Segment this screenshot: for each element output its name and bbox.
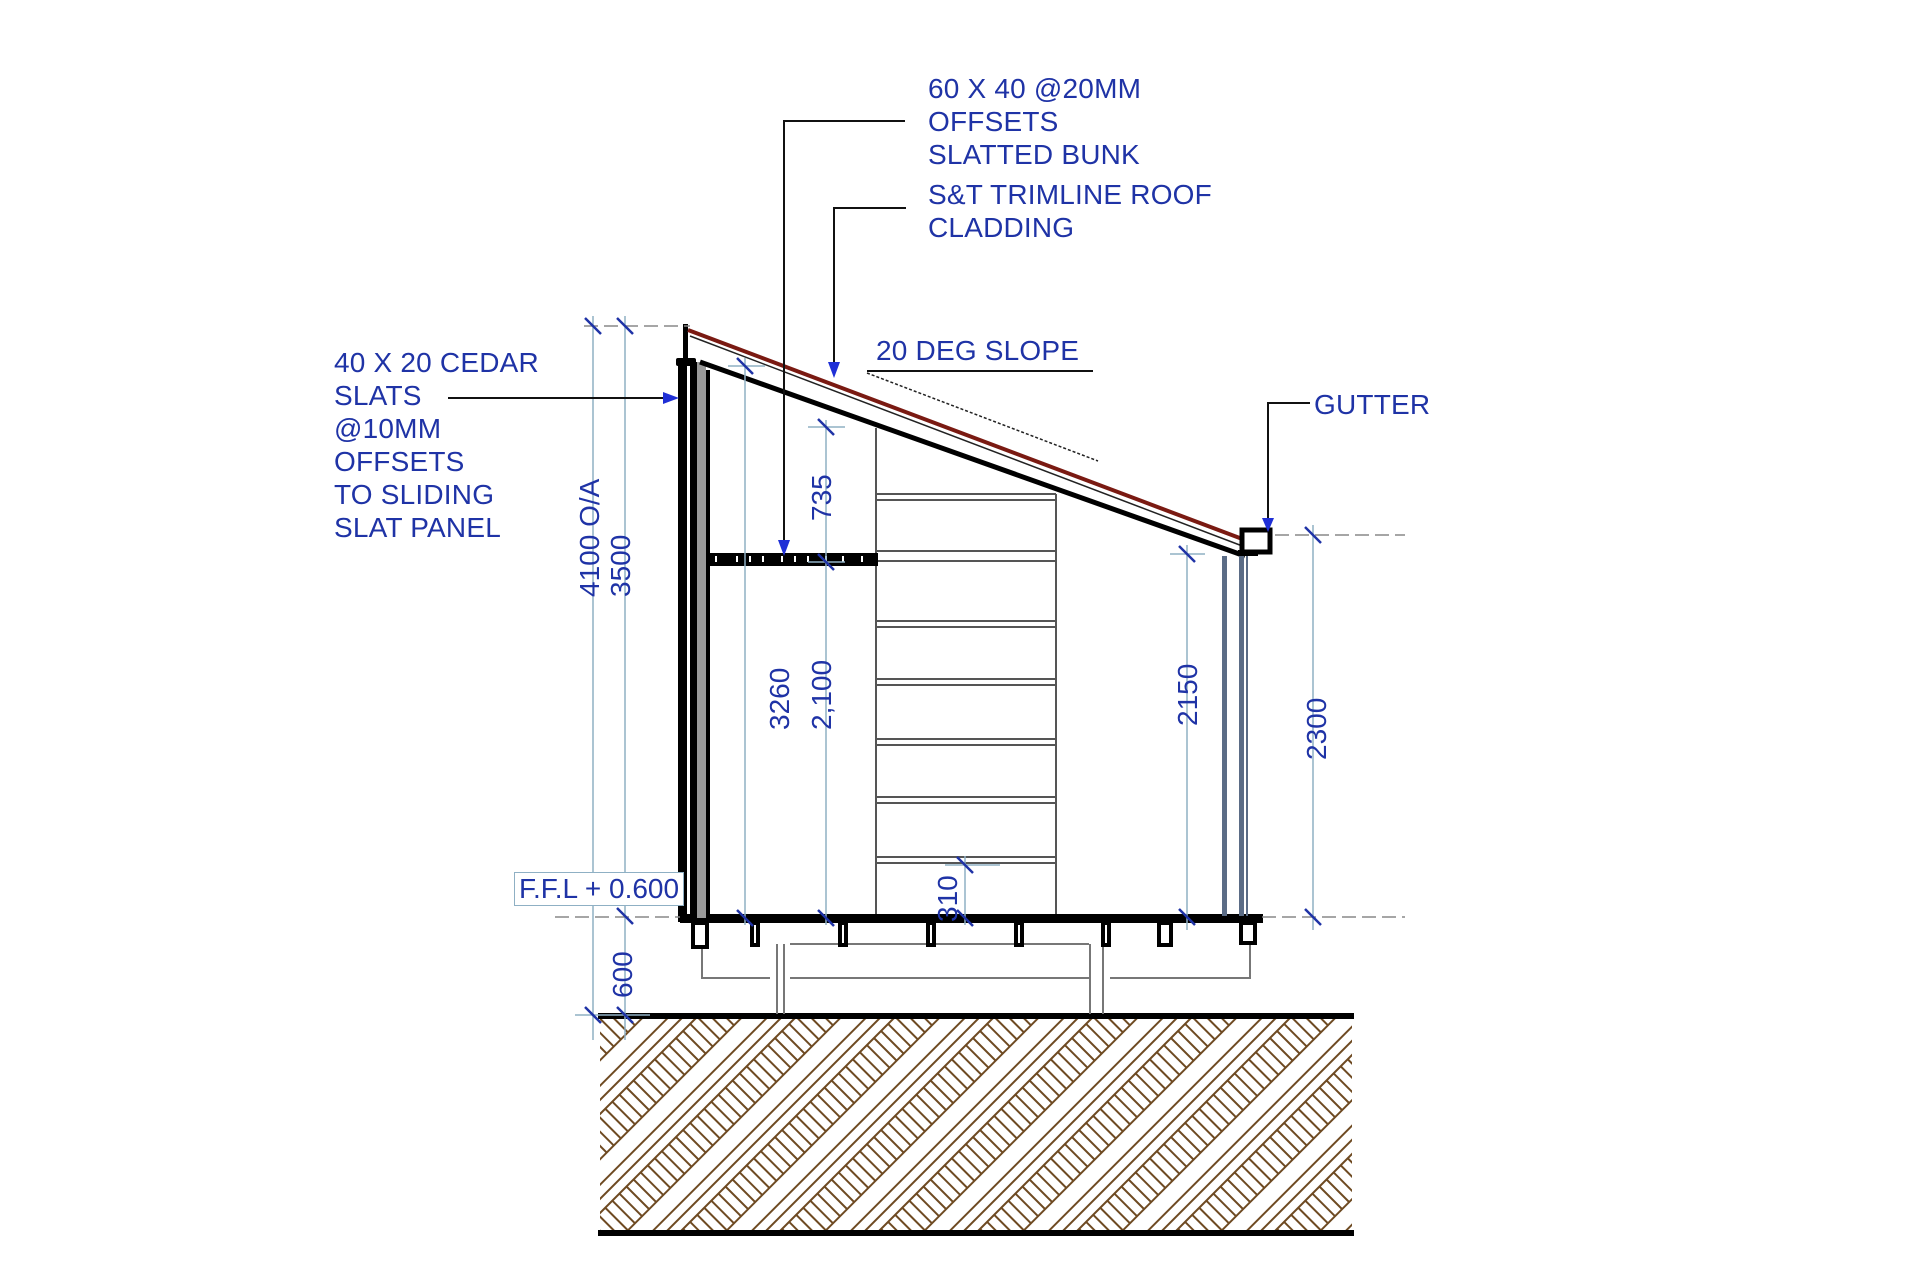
dimension-lines [555,316,1405,1040]
dim-front-inner: 2150 [1172,664,1203,726]
slats-arrow-icon [663,392,679,404]
note-slatted-bunk: 60 X 40 @20MM OFFSETS SLATTED BUNK [928,73,1142,170]
dimension-ticks [584,317,1322,1024]
rear-wall [676,324,710,922]
front-glazing [1222,556,1248,916]
dim-bunk-clearance: 735 [806,474,837,521]
note-gutter: GUTTER [1314,389,1431,420]
dim-overall: 4100 O/A [574,478,605,597]
gutter-arrow-icon [1262,518,1274,532]
ladder-unit [875,428,1057,914]
dim-front-height: 2300 [1301,698,1332,760]
dim-bunk-height: 2,100 [806,660,837,730]
note-roof-slope: 20 DEG SLOPE [876,335,1080,366]
gutter [1238,527,1273,556]
subfloor-frame [701,943,1251,1014]
bunk-arrow-icon [778,540,790,556]
slatted-bunk [706,553,878,566]
roof-arrow-icon [828,362,840,378]
leader-lines [448,120,1310,545]
dim-inner-height: 3260 [764,668,795,730]
dim-step: 310 [932,875,963,922]
ffl-level-tag: F.F.L + 0.600 [514,872,685,906]
leader-arrows [663,362,1274,556]
dim-rear-wall: 3500 [605,535,636,597]
dimension-labels: 4100 O/A 3500 3260 735 2,100 2150 2300 3… [574,474,1332,998]
floor-structure [680,914,1263,949]
note-roof-cladding: S&T TRIMLINE ROOF CLADDING [928,179,1212,243]
ground-hatch [598,1013,1354,1236]
note-cedar-slats: 40 X 20 CEDAR SLATS @10MM OFFSETS TO SLI… [334,347,539,543]
roof [687,328,1246,559]
dim-floor-height: 600 [607,951,638,998]
